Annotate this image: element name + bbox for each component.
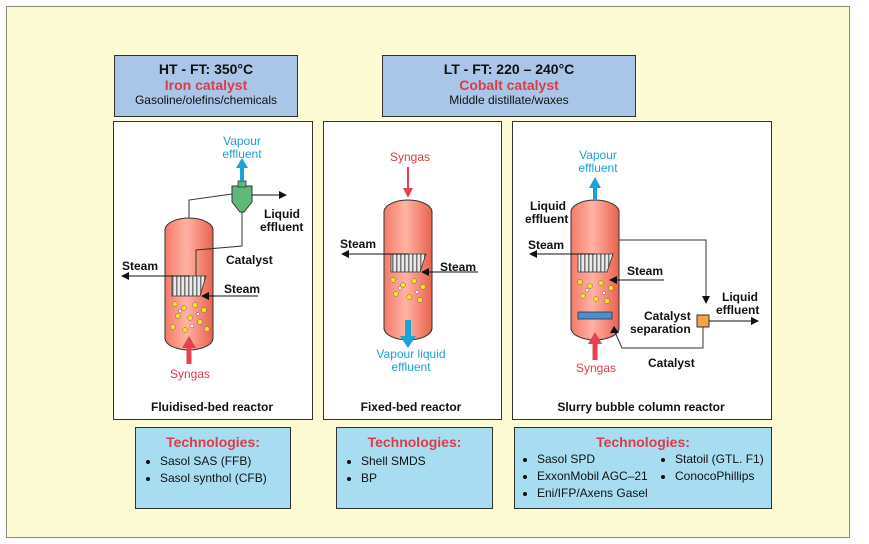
list-item: Shell SMDS [361, 453, 492, 470]
slurry-liquid-top-label-1: Liquid [530, 199, 566, 213]
fixed-syngas-label: Syngas [390, 150, 430, 164]
fixed-bed-reactor: Syngas Steam Steam Vapour liquid effluen… [340, 150, 478, 414]
fluidised-vapour-label-2: effluent [222, 147, 262, 161]
slurry-technologies-list-right: Statoil (GTL. F1) ConocoPhillips [655, 451, 764, 485]
slurry-vapour-label-2: effluent [578, 161, 618, 175]
slurry-cooling-coil [577, 253, 614, 273]
slurry-bubble-reactor-title: Slurry bubble column reactor [557, 400, 725, 414]
slurry-syngas-label: Syngas [576, 361, 616, 375]
fluidised-bed-reactor: Vapour effluent Liquid effluent Catalyst… [121, 134, 303, 414]
fluidised-technologies-box: Technologies: Sasol SAS (FFB) Sasol synt… [135, 427, 291, 509]
fluidised-steam-out-label: Steam [122, 259, 158, 273]
fluidised-catalyst-label: Catalyst [226, 253, 273, 267]
fixed-technologies-box: Technologies: Shell SMDS BP [336, 427, 493, 509]
fluidised-syngas-label: Syngas [170, 367, 210, 381]
fixed-steam-out-label: Steam [340, 237, 376, 251]
list-item: Sasol SPD [537, 451, 648, 468]
fixed-vapour-liquid-label-1: Vapour liquid [376, 347, 445, 361]
technologies-title: Technologies: [367, 434, 462, 450]
ht-ft-catalyst: Iron catalyst [164, 77, 248, 93]
slurry-bubble-reactor: Vapour effluent Liquid effluent Steam St… [525, 148, 759, 414]
lt-ft-title: LT - FT: 220 – 240°C [443, 61, 575, 77]
slurry-technologies-box: Technologies: Sasol SPD ExxonMobil AGC–2… [514, 427, 772, 509]
technologies-title: Technologies: [596, 434, 690, 450]
fluidised-technologies-list: Sasol SAS (FFB) Sasol synthol (CFB) [136, 453, 290, 487]
ht-ft-products: Gasoline/olefins/chemicals [134, 93, 278, 107]
slurry-bubble-panel [512, 121, 772, 420]
list-item: BP [361, 470, 492, 487]
list-item: ExxonMobil AGC–21 [537, 468, 648, 485]
slurry-liquid-right-label-1: Liquid [722, 290, 758, 304]
technologies-title: Technologies: [166, 434, 260, 450]
fluidised-catalyst-particles [170, 301, 210, 333]
ht-ft-header: HT - FT: 350°C Iron catalyst Gasoline/ol… [114, 55, 298, 117]
fixed-tube-bundle [390, 253, 427, 273]
slurry-catalyst-sep-label-2: separation [630, 322, 691, 336]
fluidised-cooling-coil [171, 275, 207, 297]
lt-ft-header: LT - FT: 220 – 240°C Cobalt catalyst Mid… [382, 55, 636, 117]
slurry-technologies-list-left: Sasol SPD ExxonMobil AGC–21 Eni/IFP/Axen… [515, 451, 648, 502]
list-item: Statoil (GTL. F1) [675, 451, 764, 468]
fluidised-bed-reactor-title: Fluidised-bed reactor [151, 400, 273, 414]
fluidised-liquid-label-2: effluent [260, 220, 303, 234]
slurry-steam-in-label: Steam [627, 264, 663, 278]
fluidised-cyclone [231, 185, 253, 213]
catalyst-separator [696, 314, 710, 328]
lt-ft-products: Middle distillate/waxes [449, 93, 569, 107]
slurry-catalyst-particles [577, 279, 614, 304]
fixed-technologies-list: Shell SMDS BP [337, 453, 492, 487]
fixed-vapour-liquid-label-2: effluent [391, 360, 431, 374]
slurry-liquid-right-label-2: effluent [716, 303, 759, 317]
list-item: ConocoPhillips [675, 468, 764, 485]
fluidised-liquid-label-1: Liquid [264, 207, 300, 221]
list-item: Sasol SAS (FFB) [160, 453, 290, 470]
list-item: Sasol synthol (CFB) [160, 470, 290, 487]
lt-ft-catalyst: Cobalt catalyst [459, 77, 559, 93]
slurry-vapour-label-1: Vapour [579, 148, 617, 162]
ht-ft-title: HT - FT: 350°C [158, 61, 254, 77]
fixed-catalyst-particles [390, 277, 426, 303]
fixed-steam-in-label: Steam [440, 260, 476, 274]
list-item: Eni/IFP/Axens Gasel [537, 485, 648, 502]
slurry-liquid-top-label-2: effluent [525, 212, 568, 226]
fixed-bed-reactor-title: Fixed-bed reactor [361, 400, 462, 414]
fluidised-vapour-label-1: Vapour [223, 134, 261, 148]
slurry-catalyst-sep-label-1: Catalyst [644, 309, 691, 323]
slurry-distributor [577, 311, 613, 320]
fluidised-steam-in-label: Steam [224, 282, 260, 296]
slurry-catalyst-label: Catalyst [648, 356, 695, 370]
slurry-steam-out-label: Steam [528, 238, 564, 252]
